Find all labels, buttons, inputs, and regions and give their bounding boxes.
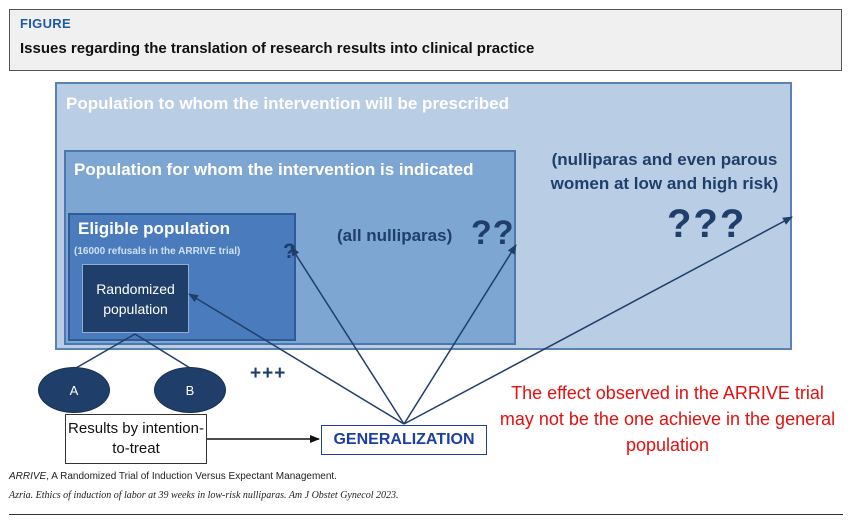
all-nulliparas-label: (all nulliparas) — [337, 226, 453, 245]
eligible-question-mark: ? — [283, 240, 296, 263]
abbreviation-footnote: ARRIVE, A Randomized Trial of Induction … — [9, 471, 337, 482]
arrow-to-randomized — [188, 293, 405, 425]
generalization-box: GENERALIZATION — [321, 425, 487, 455]
middle-box-label: Population for whom the intervention is … — [74, 160, 474, 179]
split-line-b — [134, 333, 191, 369]
arrow-to-prescribed — [403, 216, 793, 425]
middle-question-marks: ?? — [471, 214, 515, 252]
figure-label: FIGURE — [20, 16, 71, 31]
arm-a-ellipse: A — [38, 367, 110, 413]
eligible-box-label: Eligible population — [78, 219, 231, 238]
randomized-population-box — [82, 264, 189, 333]
plus-signs: +++ — [250, 363, 287, 384]
figure-header: FIGURE Issues regarding the translation … — [9, 9, 842, 71]
arrive-abbrev: ARRIVE — [9, 471, 47, 482]
outer-box-label: Population to whom the intervention will… — [66, 94, 509, 113]
arrow-to-eligible — [290, 246, 405, 425]
arrive-definition: , A Randomized Trial of Induction Versus… — [46, 471, 337, 482]
figure-title: Issues regarding the translation of rese… — [20, 40, 535, 57]
refusals-note: (16000 refusals in the ARRIVE trial) — [74, 246, 241, 257]
randomized-box-label: Randomized population — [96, 281, 175, 317]
arm-b-ellipse: B — [154, 367, 226, 413]
nulliparas-parous-label: (nulliparas and even parous women at low… — [550, 150, 779, 193]
results-box: Results by intention-to-treat — [65, 414, 207, 464]
arrow-to-indicated — [403, 244, 517, 425]
split-line-a — [75, 333, 136, 369]
outer-question-marks: ??? — [667, 202, 747, 246]
citation-footnote: Azria. Ethics of induction of labor at 3… — [9, 490, 399, 501]
bottom-rule — [9, 514, 843, 515]
effect-note: The effect observed in the ARRIVE trial … — [499, 383, 836, 455]
